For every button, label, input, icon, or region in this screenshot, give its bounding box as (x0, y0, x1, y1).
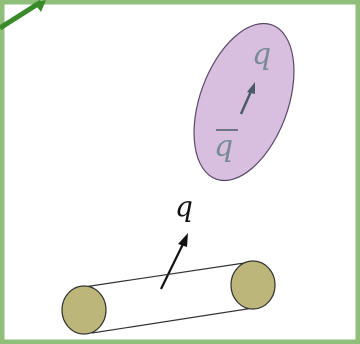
ellipse-region: q q (193, 22, 295, 182)
cylinder (61, 260, 276, 335)
cylinder-right-end (230, 260, 276, 310)
ellipse-top-label: q (252, 37, 271, 72)
up-right-arrow-icon (160, 233, 188, 290)
diagonal-arrow-icon (0, 0, 46, 31)
middle-label: q (175, 190, 193, 223)
ellipse-bottom-label: q (214, 129, 233, 164)
cylinder-left-end (61, 285, 107, 335)
up-right-arrow-icon (239, 82, 255, 115)
